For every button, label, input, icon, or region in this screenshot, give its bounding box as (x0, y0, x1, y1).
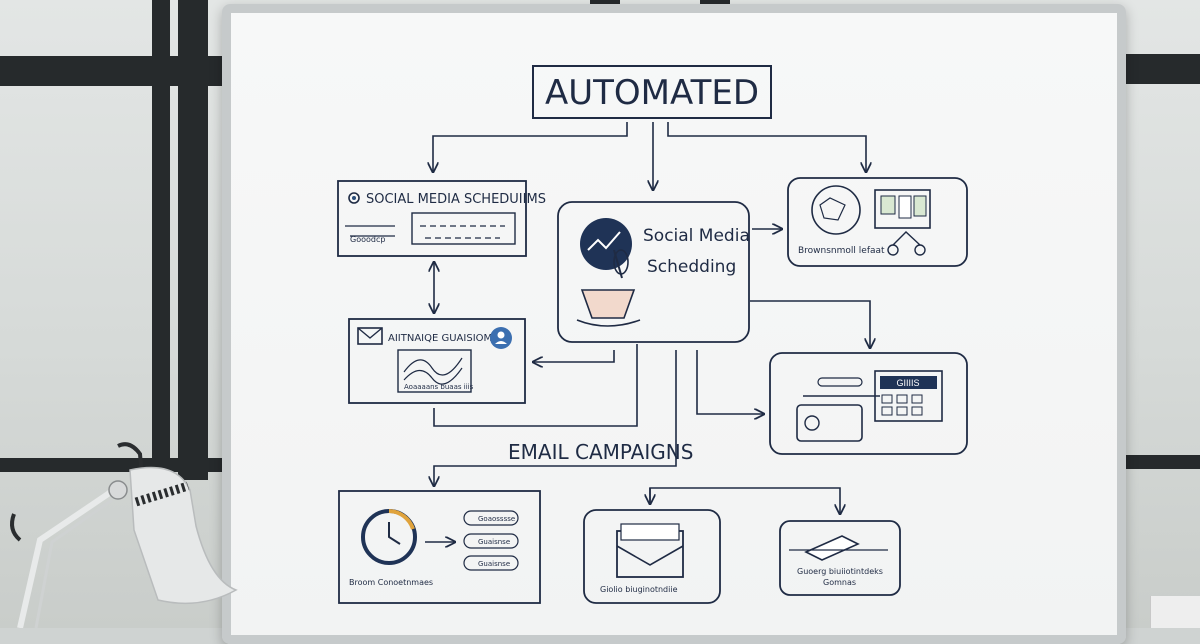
arrow-center-to-right-mid-lower (696, 350, 764, 414)
diagram-title: AUTOMATED (545, 73, 759, 113)
box-social-media-scheduling: Social Media Schedding (557, 201, 750, 343)
connectors (425, 122, 870, 542)
window-frame-bottom-left (0, 458, 222, 472)
board-icon (874, 189, 931, 229)
arrow-title-to-top-right (667, 122, 866, 172)
network-icon (811, 185, 861, 235)
email-small-caption: Aoaaaans buaas iiis (404, 383, 474, 391)
top-right-caption: Brownsnmoll lefaat (798, 246, 885, 256)
arrow-center-to-email-small (533, 350, 615, 362)
workflow-diagram: AUTOMATED SOCIAL MEDIA SCHEDUIIMS Gooodc… (337, 65, 968, 604)
desk-lamp (10, 442, 238, 628)
window-frame-top-edge (590, 0, 620, 6)
window-frame-top-edge-right (700, 0, 730, 6)
box-email-small: AIITNAIQE GUAISIOME Aoaaaans buaas iiis (348, 318, 526, 404)
box-bottom-left: Broom Conoetnmaes Goaosssse Guaisnse Gua… (338, 490, 541, 604)
window-frame-top-right (1126, 54, 1200, 84)
line-center-down-left (433, 344, 638, 427)
email-campaigns-label: EMAIL CAMPAIGNS (508, 440, 693, 464)
bottom-left-caption: Broom Conoetnmaes (349, 578, 433, 587)
side-paper (1150, 596, 1200, 628)
bottom-right-caption-line1: Guoerg biuiiotintdeks (797, 567, 883, 576)
box-top-right: Brownsnmoll lefaat (787, 177, 968, 267)
right-mid-label: GIIIIS (896, 378, 919, 388)
timer-icon (361, 509, 417, 565)
bottom-left-tag1: Goaosssse (478, 515, 515, 523)
calculator-icon (874, 370, 943, 422)
arrow-title-to-social-top (433, 122, 628, 172)
clock-chart-icon (580, 218, 632, 270)
title-box: AUTOMATED (532, 65, 772, 119)
bottom-right-caption-line2: Gomnas (823, 578, 856, 587)
window-frame-vertical-inner (178, 0, 208, 480)
bottom-left-tag2: Guaisnse (478, 538, 510, 546)
arrow-email-campaigns-to-bottom-left (434, 350, 677, 486)
box-social-media-top: SOCIAL MEDIA SCHEDUIIMS Gooodcp (337, 180, 546, 257)
box-right-middle: GIIIIS (769, 352, 968, 455)
social-top-sub: Gooodcp (350, 235, 385, 244)
center-title-line1: Social Media (643, 226, 750, 246)
box-bottom-right: Guoerg biuiiotintdeks Gomnas (779, 520, 901, 596)
tray-icon (580, 289, 636, 319)
window-frame-vertical-left (152, 0, 170, 470)
device-icon (796, 404, 863, 442)
social-top-label: SOCIAL MEDIA SCHEDUIIMS (366, 192, 546, 207)
bottom-mid-caption: Giolio biuginotndiie (600, 585, 678, 594)
window-frame-bottom-right (1126, 455, 1200, 469)
bottom-left-tag3: Guaisnse (478, 560, 510, 568)
email-small-label: AIITNAIQE GUAISIOME (388, 333, 498, 344)
center-title-line2: Schedding (647, 257, 736, 277)
arrow-center-to-right-mid (750, 300, 870, 348)
box-bottom-middle: Giolio biuginotndiie (583, 509, 721, 604)
document-icon (804, 535, 860, 561)
envelope-icon (357, 327, 383, 345)
